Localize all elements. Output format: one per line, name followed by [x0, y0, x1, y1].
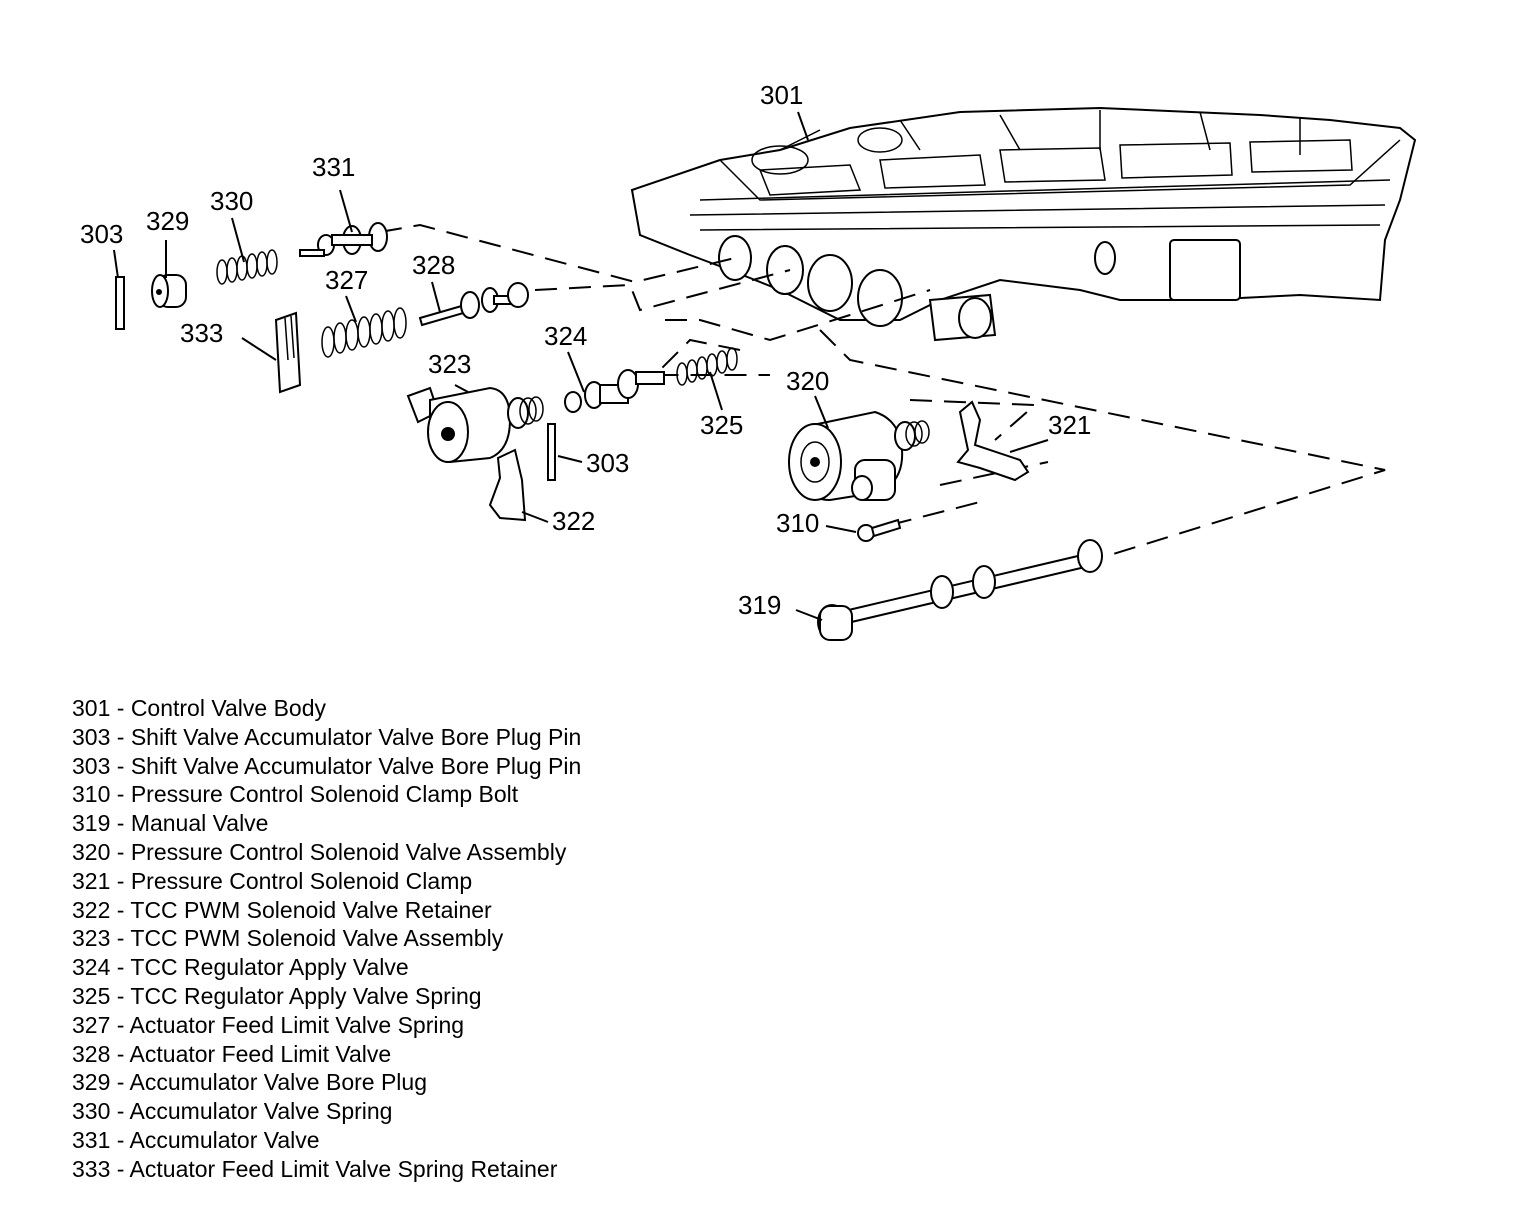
legend-item: 327 - Actuator Feed Limit Valve Spring — [72, 1011, 465, 1038]
control-valve-body — [630, 106, 1417, 342]
callout-303-middle: 303 — [586, 448, 629, 478]
legend-item: 321 - Pressure Control Solenoid Clamp — [72, 867, 473, 894]
callout-322: 322 — [552, 506, 595, 536]
legend-item: 310 - Pressure Control Solenoid Clamp Bo… — [72, 781, 519, 808]
tcc-regulator-apply-valve-spring — [676, 347, 738, 386]
legend-item: 322 - TCC PWM Solenoid Valve Retainer — [72, 896, 492, 923]
actuator-feed-limit-valve-spring-retainer — [274, 311, 302, 394]
legend-item: 328 - Actuator Feed Limit Valve — [72, 1040, 392, 1067]
callout-323: 323 — [428, 349, 471, 379]
legend-item: 330 - Accumulator Valve Spring — [72, 1098, 393, 1125]
callout-329: 329 — [146, 206, 189, 236]
legend-item: 319 - Manual Valve — [72, 810, 269, 837]
actuator-feed-limit-valve — [418, 282, 529, 327]
pressure-control-solenoid-clamp — [956, 400, 1030, 482]
parts-legend: 301 - Control Valve Body 303 - Shift Val… — [72, 694, 581, 1184]
legend-item: 333 - Actuator Feed Limit Valve Spring R… — [72, 1155, 558, 1182]
manual-valve — [817, 539, 1103, 641]
legend-item: 303 - Shift Valve Accumulator Valve Bore… — [72, 752, 582, 779]
accumulator-valve — [299, 222, 388, 257]
exploded-view-diagram: 301 331 330 329 303 327 328 333 323 324 … — [80, 80, 1417, 641]
callout-325: 325 — [700, 410, 743, 440]
bore-plug-pin-middle — [547, 423, 556, 481]
tcc-pwm-solenoid-valve-retainer — [488, 448, 527, 522]
callout-321: 321 — [1048, 410, 1091, 440]
pressure-control-solenoid-clamp-bolt — [857, 518, 902, 542]
callout-301: 301 — [760, 80, 803, 110]
pressure-control-solenoid-valve-assembly — [788, 410, 930, 502]
legend-item: 301 - Control Valve Body — [72, 695, 326, 721]
legend-item: 331 - Accumulator Valve — [72, 1126, 320, 1153]
legend-item: 325 - TCC Regulator Apply Valve Spring — [72, 982, 482, 1009]
callout-320: 320 — [786, 366, 829, 396]
alignment-lines — [379, 223, 1386, 556]
callout-324: 324 — [544, 321, 587, 351]
tcc-regulator-apply-valve — [564, 369, 665, 413]
accumulator-valve-bore-plug — [151, 274, 187, 308]
legend-item: 303 - Shift Valve Accumulator Valve Bore… — [72, 723, 582, 750]
callout-leaders — [113, 111, 1049, 621]
callout-327: 327 — [325, 265, 368, 295]
legend-item: 323 - TCC PWM Solenoid Valve Assembly — [72, 925, 504, 952]
legend-item: 324 - TCC Regulator Apply Valve — [72, 954, 409, 981]
callout-labels: 301 331 330 329 303 327 328 333 323 324 … — [80, 80, 1091, 620]
callout-303-left: 303 — [80, 219, 123, 249]
bore-plug-pin-left — [115, 276, 125, 330]
legend-item: 329 - Accumulator Valve Bore Plug — [72, 1069, 427, 1096]
accumulator-valve-spring — [216, 249, 278, 285]
callout-331: 331 — [312, 152, 355, 182]
legend-item: 320 - Pressure Control Solenoid Valve As… — [72, 838, 567, 865]
callout-310: 310 — [776, 508, 819, 538]
actuator-feed-limit-valve-spring — [321, 307, 407, 358]
tcc-pwm-solenoid-valve-assembly — [406, 386, 544, 464]
callout-319: 319 — [738, 590, 781, 620]
callout-328: 328 — [412, 250, 455, 280]
callout-330: 330 — [210, 186, 253, 216]
callout-333: 333 — [180, 318, 223, 348]
